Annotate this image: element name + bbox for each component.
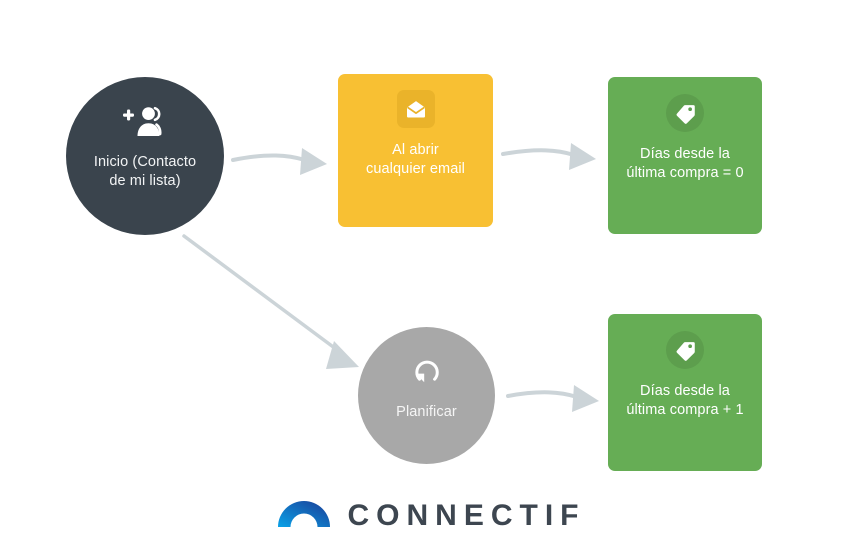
node-schedule[interactable]: Planificar [358, 327, 495, 464]
connector-schedule-to-tag-plus [506, 385, 599, 412]
connector-start-to-schedule [182, 234, 359, 369]
connector-email-to-tag-zero [501, 143, 596, 170]
node-schedule-label: Planificar [396, 404, 457, 420]
open-envelope-icon [396, 90, 435, 128]
node-start-contact[interactable]: Inicio (Contacto de mi lista) [66, 77, 224, 235]
tag-icon [666, 331, 704, 369]
node-days-since-purchase-zero[interactable]: Días desde la última compra = 0 [608, 77, 762, 234]
tag-icon [666, 94, 704, 132]
node-open-email[interactable]: Al abrir cualquier email [338, 74, 493, 227]
connectif-logo: CONNECTIF [0, 498, 861, 533]
connector-start-to-email [231, 148, 327, 175]
refresh-rotate-icon [411, 357, 443, 387]
person-add-icon [122, 105, 168, 139]
node-email-label: Al abrir cualquier email [365, 142, 466, 178]
logo-wordmark: CONNECTIF [347, 498, 586, 532]
node-start-label: Inicio (Contacto de mi lista) [93, 154, 197, 190]
node-tag-plus-label: Días desde la última compra + 1 [626, 383, 744, 419]
arch-icon [276, 498, 332, 533]
node-days-since-purchase-plus-one[interactable]: Días desde la última compra + 1 [608, 314, 762, 471]
node-tag-zero-label: Días desde la última compra = 0 [626, 146, 744, 182]
